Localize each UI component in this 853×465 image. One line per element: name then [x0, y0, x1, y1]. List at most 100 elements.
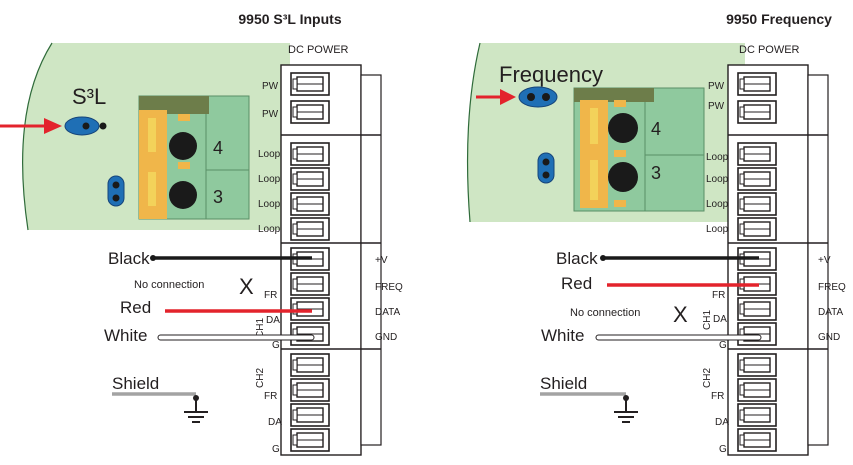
right-wire-white-label: White	[541, 326, 584, 345]
left-loop-slot	[290, 217, 330, 241]
left-jumper-icon	[64, 116, 100, 136]
right-jumper-pin-icon	[542, 93, 550, 101]
left-jumper-pin-icon	[82, 122, 90, 130]
right-loop-label: Loop	[706, 174, 729, 185]
left-wire-shield-label: Shield	[112, 374, 159, 393]
right-jumper-pin-icon	[542, 171, 550, 179]
left-terminal-4: 4	[213, 138, 223, 158]
right-wire-black-label: Black	[556, 249, 598, 268]
left-signal-label: FREQ	[375, 282, 403, 293]
left-sensor-label: S³L	[72, 84, 106, 109]
left-ch2-slot	[290, 428, 330, 452]
left-terminal-block: 4 3	[138, 95, 250, 220]
left-signal-label: +V	[375, 255, 388, 266]
left-ch2-pin-label: G	[272, 444, 280, 455]
right-wire-shield-label: Shield	[540, 374, 587, 393]
right-title: 9950 Frequency	[726, 11, 832, 27]
right-terminal-4: 4	[651, 119, 661, 139]
right-board-edge	[466, 42, 481, 223]
right-ch1-label: CH1	[702, 310, 713, 330]
left-wire-white-label: White	[104, 326, 147, 345]
left-jumper-vertical-icon	[107, 175, 125, 207]
left-signal-label: GND	[375, 332, 397, 343]
left-panel: 9950 S³L Inputs S³L 4	[0, 11, 403, 456]
left-ch2-pin-label: FR	[264, 391, 277, 402]
left-ch2-slot	[290, 353, 330, 377]
right-screw-icon	[608, 162, 638, 192]
left-loop-slot	[290, 167, 330, 191]
left-ch1-pin-label: FR	[264, 290, 277, 301]
left-dc-power: DC POWER	[288, 44, 349, 56]
left-ch1-slot	[290, 272, 330, 296]
right-ch1-slot	[737, 297, 777, 321]
left-arrow-head-icon	[44, 118, 62, 134]
right-jumper-pin-icon	[527, 93, 535, 101]
left-board-edge	[22, 42, 53, 231]
right-wire-white	[595, 334, 762, 341]
left-ch2-pin-label: DA	[268, 417, 282, 428]
right-loop-slot	[737, 192, 777, 216]
left-pw-slot	[290, 72, 330, 96]
left-loop-slot	[290, 142, 330, 166]
left-jumper-pin-icon	[112, 194, 120, 202]
right-pw-label: PW	[708, 101, 725, 112]
left-pw-label: PW	[262, 81, 279, 92]
right-signal-label: DATA	[818, 307, 844, 318]
left-ground-node	[193, 395, 199, 401]
left-screw-icon	[169, 181, 197, 209]
right-ch2-slot	[737, 353, 777, 377]
right-pw-label: PW	[708, 81, 725, 92]
right-pw-slot	[737, 72, 777, 96]
right-screw-icon	[608, 113, 638, 143]
left-jumper-pin-icon	[99, 122, 107, 130]
right-no-connection: No connection	[570, 307, 640, 319]
right-panel: 9950 Frequency Frequency 4 3	[466, 11, 846, 456]
left-screw-icon	[169, 132, 197, 160]
right-loop-label: Loop	[706, 224, 729, 235]
right-ch2-pin-label: FR	[711, 391, 724, 402]
left-ground-icon	[183, 399, 209, 423]
right-no-connection-x: X	[673, 302, 688, 327]
right-sensor-label: Frequency	[499, 62, 603, 87]
left-loop-label: Loop	[258, 199, 281, 210]
left-ch2-label: CH2	[255, 368, 266, 388]
right-ch1-pin-label: G	[719, 340, 727, 351]
right-pw-slot	[737, 100, 777, 124]
left-loop-slot	[290, 192, 330, 216]
left-ch2-slot	[290, 378, 330, 402]
right-ch1-pin-label: DA	[713, 314, 727, 325]
left-jumper-pin-icon	[112, 181, 120, 189]
right-wire-red-label: Red	[561, 274, 592, 293]
right-ch1-slot	[737, 322, 777, 346]
right-jumper-vertical-icon	[537, 152, 555, 184]
right-ch2-slot	[737, 428, 777, 452]
left-terminal-3: 3	[213, 187, 223, 207]
left-pw-slot	[290, 100, 330, 124]
left-ch1-pin-label: G	[272, 340, 280, 351]
right-ground-icon	[613, 399, 639, 423]
right-signal-label: FREQ	[818, 282, 846, 293]
left-ch1-label: CH1	[255, 318, 266, 338]
left-loop-label: Loop	[258, 174, 281, 185]
right-jumper-icon	[518, 86, 558, 108]
left-no-connection: No connection	[134, 279, 204, 291]
left-no-connection-x: X	[239, 274, 254, 299]
right-connector-edge	[807, 74, 829, 446]
left-connector-edge	[360, 74, 382, 446]
left-pw-label: PW	[262, 109, 279, 120]
right-loop-slot	[737, 167, 777, 191]
right-loop-label: Loop	[706, 152, 729, 163]
right-arrow-head-icon	[500, 89, 516, 105]
right-dc-power: DC POWER	[739, 44, 800, 56]
right-ch2-slot	[737, 403, 777, 427]
left-wire-red-label: Red	[120, 298, 151, 317]
left-wire-black-label: Black	[108, 249, 150, 268]
right-ch2-slot	[737, 378, 777, 402]
right-ch2-label: CH2	[702, 368, 713, 388]
right-ch1-pin-label: FR	[712, 290, 725, 301]
left-ch1-pin-label: DA	[266, 315, 280, 326]
left-ch1-slot	[290, 297, 330, 321]
right-terminal-3: 3	[651, 163, 661, 183]
right-ch2-pin-label: G	[719, 444, 727, 455]
